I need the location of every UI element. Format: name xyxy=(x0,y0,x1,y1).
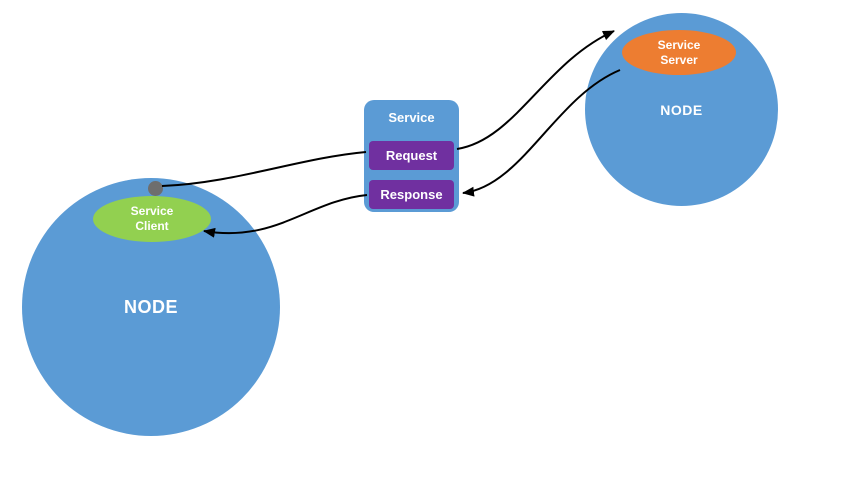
request-box: Request xyxy=(369,141,454,170)
service-server-label-line1: Service xyxy=(657,37,701,52)
service-box-title: Service xyxy=(388,110,435,125)
service-box: Service Request Response xyxy=(364,100,459,212)
connection-dot xyxy=(148,181,163,196)
service-server-label-line2: Server xyxy=(660,52,698,67)
service-client-label-line2: Client xyxy=(135,219,169,233)
service-client-ellipse: Service Client xyxy=(93,196,211,242)
service-server-ellipse: Service Server xyxy=(622,30,736,75)
left-node-label: NODE xyxy=(123,296,178,317)
right-node-label: NODE xyxy=(660,101,703,118)
service-client-label-line1: Service xyxy=(130,204,174,218)
arrow-client-to-request xyxy=(161,151,367,187)
response-box: Response xyxy=(369,180,454,209)
